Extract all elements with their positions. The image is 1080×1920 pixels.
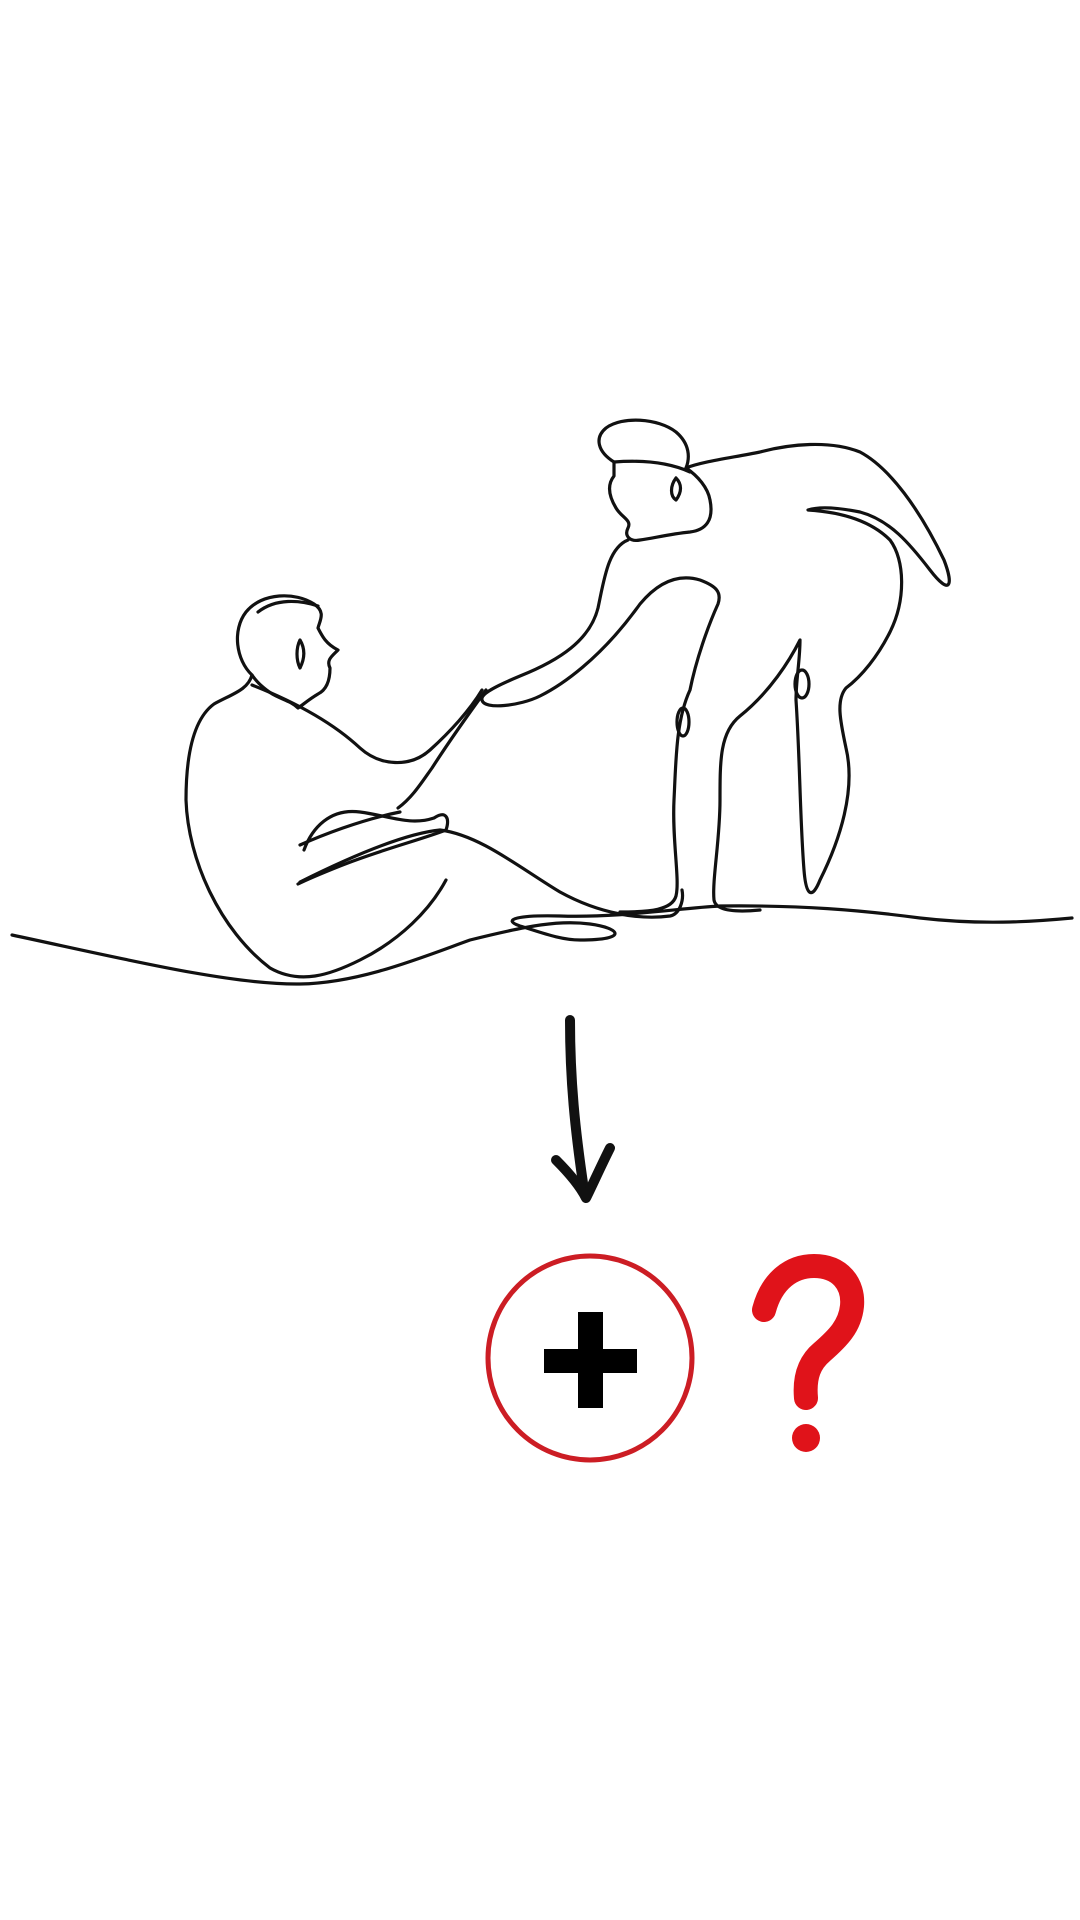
question-mark-icon <box>752 1254 865 1452</box>
arrow-down-icon <box>551 1015 615 1203</box>
sitting-person-head <box>235 594 340 710</box>
sitting-person-legs <box>296 809 450 886</box>
sitting-person-body <box>184 673 448 979</box>
standing-person-body <box>684 442 951 913</box>
sitting-person <box>184 594 685 979</box>
ground-line <box>10 904 1074 986</box>
standing-person-arm <box>480 538 721 914</box>
sitting-person-arm <box>250 683 484 765</box>
standing-person-head <box>597 418 713 542</box>
standing-person <box>480 418 951 914</box>
plus-circle-icon <box>485 1253 695 1463</box>
